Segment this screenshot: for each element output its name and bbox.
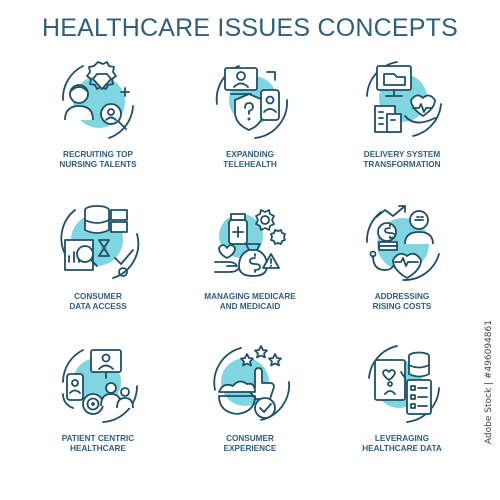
concept-card: DELIVERY SYSTEM TRANSFORMATION (326, 52, 478, 194)
rising-costs-icon (366, 205, 440, 281)
concept-caption: ADDRESSING RISING COSTS (372, 292, 432, 311)
concept-card: RECRUITING TOP NURSING TALENTS (22, 52, 174, 194)
medicare-icon (214, 209, 286, 277)
concept-caption: RECRUITING TOP NURSING TALENTS (59, 150, 137, 169)
concept-caption: CONSUMER DATA ACCESS (69, 292, 127, 311)
data-access-icon (60, 205, 140, 279)
nursing-talent-icon (62, 61, 134, 139)
concept-card: ADDRESSING RISING COSTS (326, 194, 478, 336)
concept-card: PATIENT CENTRIC HEALTHCARE (22, 336, 174, 478)
patient-centric-icon (62, 349, 138, 423)
concept-card: CONSUMER DATA ACCESS (22, 194, 174, 336)
concept-caption: EXPANDING TELEHEALTH (223, 150, 277, 169)
stock-watermark: Adobe Stock | #496094861 (484, 320, 494, 445)
telehealth-icon (215, 65, 288, 139)
concept-card: EXPANDING TELEHEALTH (174, 52, 326, 194)
concepts-grid: RECRUITING TOP NURSING TALENTS EXPANDING… (22, 52, 478, 480)
concept-caption: PATIENT CENTRIC HEALTHCARE (61, 434, 135, 453)
healthcare-data-icon (368, 345, 440, 423)
concept-card: MANAGING MEDICARE AND MEDICAID (174, 194, 326, 336)
delivery-system-icon (366, 61, 442, 137)
concept-caption: MANAGING MEDICARE AND MEDICAID (204, 292, 296, 311)
concept-caption: CONSUMER EXPERIENCE (223, 434, 277, 453)
concept-caption: DELIVERY SYSTEM TRANSFORMATION (363, 150, 441, 169)
consumer-experience-icon (213, 345, 290, 421)
concept-caption: LEVERAGING HEALTHCARE DATA (362, 434, 442, 453)
concept-card: LEVERAGING HEALTHCARE DATA (326, 336, 478, 478)
page-title: HEALTHCARE ISSUES CONCEPTS (42, 14, 458, 42)
concept-card: CONSUMER EXPERIENCE (174, 336, 326, 478)
